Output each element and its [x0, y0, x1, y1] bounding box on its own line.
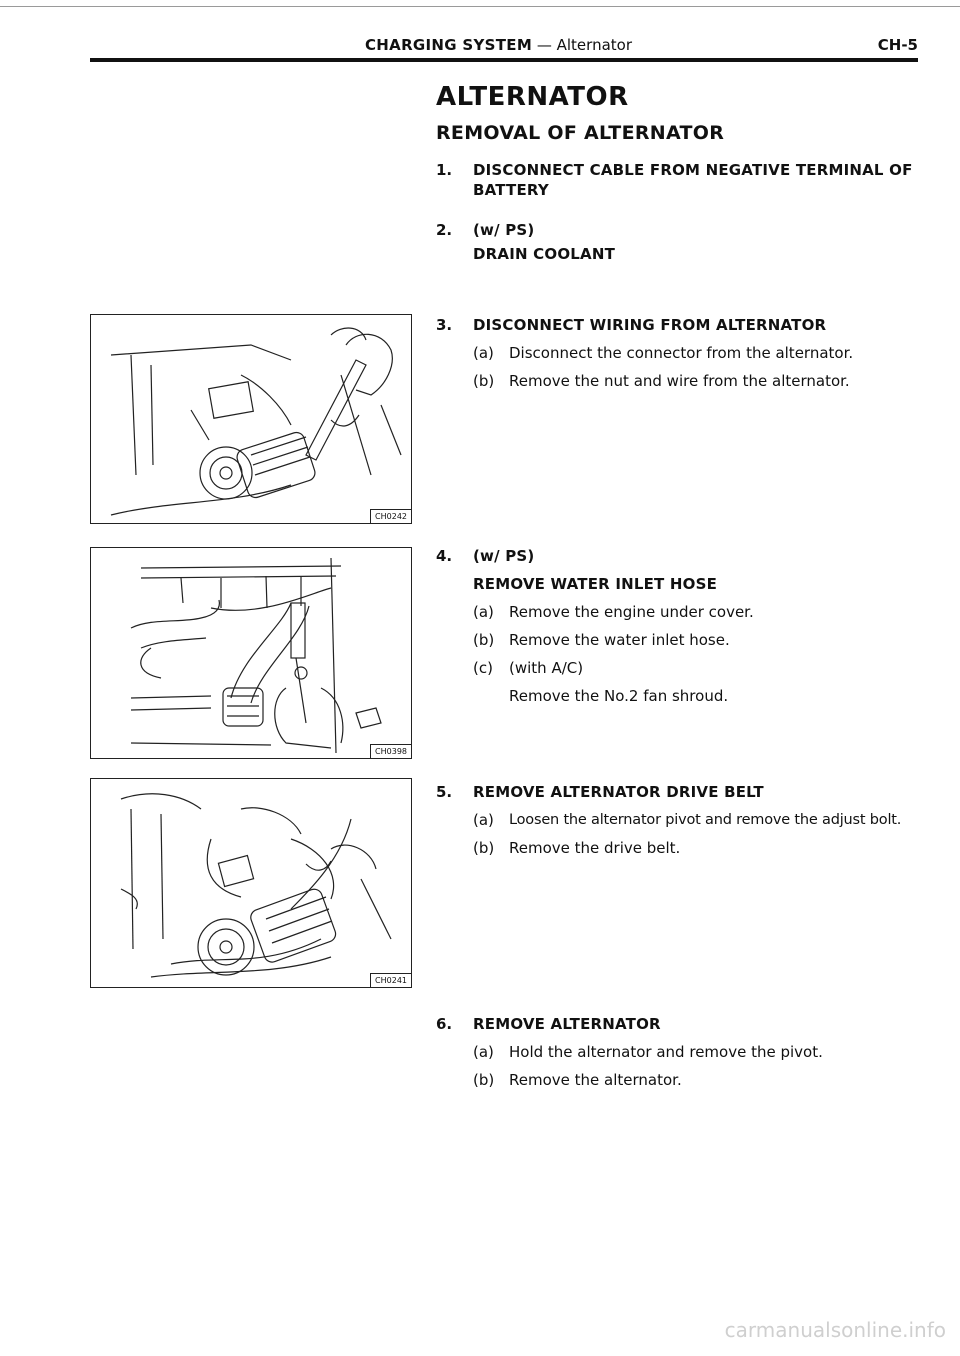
- sub-step-text: Remove the alternator.: [509, 1071, 682, 1089]
- step-heading-line: REMOVE ALTERNATOR: [473, 1015, 661, 1033]
- header-subsection: Alternator: [556, 36, 632, 54]
- running-header: CHARGING SYSTEM — Alternator: [365, 36, 632, 54]
- step-heading-line: BATTERY: [473, 181, 549, 199]
- figure-code: CH0241: [370, 973, 411, 987]
- sub-step-text: (with A/C): [509, 659, 584, 677]
- step-number: 5.: [436, 783, 453, 801]
- sub-step: (b) Remove the drive belt.: [473, 838, 926, 858]
- page-header: CHARGING SYSTEM — Alternator CH-5: [90, 36, 918, 58]
- figure-ch0241: CH0241: [90, 778, 412, 988]
- step-number: 1.: [436, 161, 453, 179]
- step-heading-line: DISCONNECT WIRING FROM ALTERNATOR: [473, 316, 827, 334]
- sub-step: (a) Loosen the alternator pivot and remo…: [473, 810, 926, 830]
- page-title: ALTERNATOR: [436, 82, 629, 112]
- sub-step-text: Remove the nut and wire from the alterna…: [509, 372, 850, 390]
- step-heading: DISCONNECT CABLE FROM NEGATIVE TERMINAL …: [473, 160, 926, 200]
- sub-step-text: Remove the engine under cover.: [509, 603, 754, 621]
- sub-step-label: (b): [473, 631, 495, 649]
- step-number: 4.: [436, 547, 453, 565]
- step-heading: DISCONNECT WIRING FROM ALTERNATOR: [473, 315, 926, 335]
- sub-step: (a) Remove the engine under cover.: [473, 602, 926, 622]
- page-number: CH-5: [877, 36, 918, 54]
- step-2: 2. (w/ PS) DRAIN COOLANT: [436, 220, 926, 264]
- water-inlet-hose-illustration-icon: [130, 557, 382, 754]
- header-rule: [90, 58, 918, 62]
- step-3: 3. DISCONNECT WIRING FROM ALTERNATOR (a)…: [436, 315, 926, 391]
- figure-ch0242: CH0242: [90, 314, 412, 524]
- header-dash: —: [532, 36, 557, 54]
- sub-step-label: (a): [473, 344, 494, 362]
- step-1: 1. DISCONNECT CABLE FROM NEGATIVE TERMIN…: [436, 160, 926, 200]
- watermark: carmanualsonline.info: [724, 1318, 946, 1342]
- figure-code: CH0398: [370, 744, 411, 758]
- sub-step: (b) Remove the alternator.: [473, 1070, 926, 1090]
- step-number: 6.: [436, 1015, 453, 1033]
- step-heading: (w/ PS) REMOVE WATER INLET HOSE: [473, 546, 926, 594]
- step-heading-line: (w/ PS): [473, 221, 535, 239]
- step-number: 2.: [436, 221, 453, 239]
- sub-step-text: Remove the water inlet hose.: [509, 631, 730, 649]
- alternator-drive-belt-illustration-icon: [120, 793, 392, 978]
- step-heading-line: DRAIN COOLANT: [473, 245, 616, 263]
- step-heading-line: DISCONNECT CABLE FROM NEGATIVE TERMINAL …: [473, 161, 913, 179]
- step-5: 5. REMOVE ALTERNATOR DRIVE BELT (a) Loos…: [436, 782, 926, 858]
- step-heading-line: REMOVE WATER INLET HOSE: [473, 575, 718, 593]
- top-rule: [0, 6, 960, 7]
- figure-code: CH0242: [370, 509, 411, 523]
- section-subtitle: REMOVAL OF ALTERNATOR: [436, 122, 725, 144]
- sub-step-label: (b): [473, 372, 495, 390]
- sub-step-label: (b): [473, 1071, 495, 1089]
- sub-step-text: Loosen the alternator pivot and remove t…: [509, 812, 902, 828]
- step-4: 4. (w/ PS) REMOVE WATER INLET HOSE (a) R…: [436, 546, 926, 706]
- sub-step: (a) Hold the alternator and remove the p…: [473, 1042, 926, 1062]
- sub-step-text: Remove the No.2 fan shroud.: [509, 687, 729, 705]
- alternator-connector-illustration-icon: [110, 327, 402, 516]
- sub-step-text: Hold the alternator and remove the pivot…: [509, 1043, 823, 1061]
- sub-step-label: (a): [473, 603, 494, 621]
- sub-step: (b) Remove the nut and wire from the alt…: [473, 371, 926, 391]
- step-heading: REMOVE ALTERNATOR: [473, 1014, 926, 1034]
- sub-step-label: (c): [473, 659, 493, 677]
- sub-step: (c) (with A/C) Remove the No.2 fan shrou…: [473, 658, 926, 706]
- step-6: 6. REMOVE ALTERNATOR (a) Hold the altern…: [436, 1014, 926, 1090]
- step-heading-line: (w/ PS): [473, 547, 535, 565]
- figure-ch0398: CH0398: [90, 547, 412, 759]
- sub-step-text: Disconnect the connector from the altern…: [509, 344, 854, 362]
- sub-step: (b) Remove the water inlet hose.: [473, 630, 926, 650]
- step-number: 3.: [436, 316, 453, 334]
- step-heading-line: REMOVE ALTERNATOR DRIVE BELT: [473, 783, 764, 801]
- sub-step-text: Remove the drive belt.: [509, 839, 681, 857]
- header-section: CHARGING SYSTEM: [365, 36, 533, 54]
- sub-step-label: (b): [473, 839, 495, 857]
- step-heading: REMOVE ALTERNATOR DRIVE BELT: [473, 782, 926, 802]
- sub-step: (a) Disconnect the connector from the al…: [473, 343, 926, 363]
- step-heading: (w/ PS) DRAIN COOLANT: [473, 220, 926, 264]
- sub-step-label: (a): [473, 811, 494, 829]
- sub-step-label: (a): [473, 1043, 494, 1061]
